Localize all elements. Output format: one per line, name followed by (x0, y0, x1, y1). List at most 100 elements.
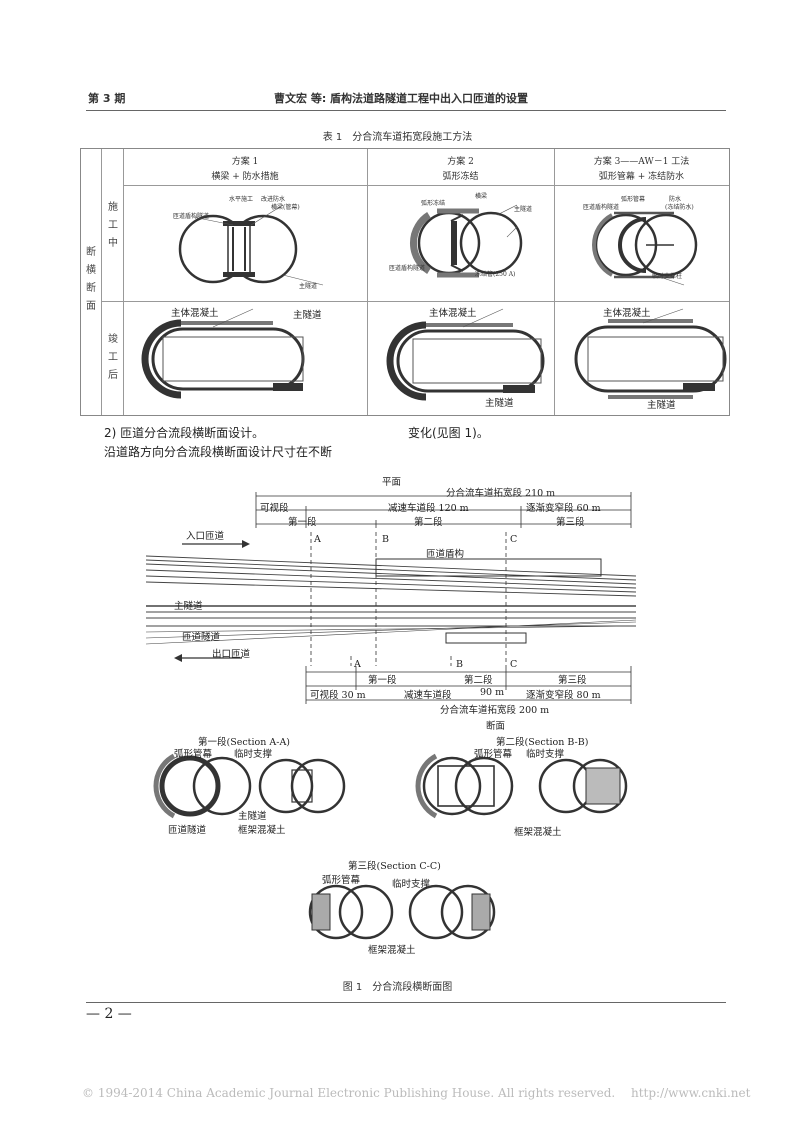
body-text-line1-left: 2) 匝道分合流段横断面设计。 (104, 426, 265, 440)
cut-label-b-bottom: B (456, 659, 463, 670)
scheme-2-completion-drawing (386, 308, 545, 401)
scheme-1-name: 方案 1 (231, 157, 259, 167)
row-header-during: 施 工 中 (108, 202, 118, 249)
scheme-3-completion-drawing (574, 308, 727, 399)
section-c-drawing (308, 884, 496, 940)
page-number: — 2 — (86, 1006, 132, 1022)
section-b-title: 第二段(Section B-B) (496, 737, 589, 748)
bottom-section-2: 第二段 (464, 675, 493, 686)
s2-label-arc-freeze: 弧形冻结 (421, 200, 446, 207)
s1-label-ramp-tunnel: 匝道盾构隧道 (173, 213, 210, 220)
issue-number: 第 3 期 (88, 92, 126, 105)
figure-caption: 图 1 分合流段横断面图 (342, 982, 453, 993)
s2-after-concrete: 主体混凝土 (429, 308, 477, 319)
scheme-3-construction-drawing (592, 211, 698, 286)
construction-method-table: 断 横 断 面 施 工 中 竣 工 后 方案 1 横梁 + 防水措施 方案 2 … (80, 148, 730, 416)
section-b-arc-pipe: 弧形管幕 (474, 749, 513, 760)
ramp-shield-label: 匝道盾构 (426, 549, 465, 560)
section-c-temp-support: 临时支撑 (392, 879, 431, 890)
running-title: 曹文宏 等: 盾构法道路隧道工程中出入口匝道的设置 (274, 92, 529, 105)
cut-label-a-bottom: A (354, 659, 361, 670)
table-hline (123, 185, 729, 186)
scheme-3-name: 方案 3——AW－1 工法 (593, 157, 690, 167)
s1-after-concrete: 主体混凝土 (171, 308, 219, 319)
table-vline (123, 149, 124, 415)
table-vline (367, 149, 368, 415)
exit-ramp-label: 出口匝道 (212, 649, 251, 660)
section-b-frame-concrete: 框架混凝土 (514, 827, 562, 838)
s2-label-beam: 横梁 (475, 193, 488, 200)
row-header-section: 断 横 断 面 (86, 247, 96, 312)
s3-after-main-tunnel: 主隧道 (647, 400, 676, 411)
scheme-2-name: 方案 2 (447, 157, 474, 167)
top-section-2: 第二段 (414, 517, 443, 528)
s1-label-horizontal: 水平施工 (229, 196, 254, 203)
s2-after-main-tunnel: 主隧道 (485, 398, 514, 409)
cut-label-a-top: A (314, 534, 321, 545)
figure-1: 平面 分合流车道拓宽段 210 m 可视段 减速车道段 120 m 逐渐变窄段 … (146, 466, 652, 966)
section-a-frame-concrete: 框架混凝土 (238, 825, 286, 836)
section-a-drawing (153, 753, 346, 819)
top-taper-section: 逐渐变窄段 60 m (526, 503, 601, 514)
bottom-visible-section: 可视段 30 m (310, 690, 366, 701)
scheme-2-construction-drawing (409, 204, 523, 278)
section-b-temp-support: 临时支撑 (526, 749, 565, 760)
section-a-ramp-tunnel: 匝道隧道 (168, 825, 207, 836)
plan-title: 平面 (382, 477, 402, 488)
figure-1-drawing (146, 492, 637, 940)
cut-label-b-top: B (382, 534, 389, 545)
bottom-section-3: 第三段 (558, 675, 587, 686)
s3-label-ramp-tunnel: 匝道盾构隧道 (583, 204, 620, 211)
cut-label-c-top: C (510, 534, 518, 545)
s3-after-concrete: 主体混凝土 (603, 308, 651, 319)
s1-after-main-tunnel: 主隧道 (293, 310, 322, 321)
s2-label-ramp-tunnel: 匝道盾构隧道 (389, 265, 426, 272)
entrance-ramp-label: 入口匝道 (186, 531, 225, 542)
bottom-section-1: 第一段 (368, 675, 397, 686)
top-decel-section: 减速车道段 120 m (388, 503, 469, 514)
section-b-drawing (415, 753, 628, 819)
scheme-2-desc: 弧形冻结 (442, 172, 479, 182)
s1-label-main-tunnel: 主隧道 (299, 283, 318, 290)
s2-label-freeze-pipe: 冻结管(250 A) (475, 271, 516, 278)
scheme-1-construction-drawing (178, 204, 324, 286)
section-title: 断面 (486, 721, 506, 732)
body-text-line1-right: 变化(见图 1)。 (408, 426, 489, 440)
section-a-arc-pipe: 弧形管幕 (174, 749, 213, 760)
section-c-arc-pipe: 弧形管幕 (322, 875, 361, 886)
scheme-1-completion-drawing (141, 308, 305, 399)
s2-label-main-tunnel: 主隧道 (514, 206, 533, 213)
scheme-1-desc: 横梁 + 防水措施 (211, 172, 279, 182)
s3-label-freeze-waterproof: (冻结防水) (665, 204, 694, 211)
copyright-footer: © 1994-2014 China Academic Journal Elect… (82, 1086, 751, 1100)
top-visible-section: 可视段 (260, 503, 289, 514)
top-total-length: 分合流车道拓宽段 210 m (446, 488, 556, 499)
table-vline (554, 149, 555, 415)
footer-rule (86, 1002, 726, 1003)
bottom-decel-section: 减速车道段 (404, 690, 452, 701)
row-header-after: 竣 工 后 (108, 334, 118, 381)
top-section-3: 第三段 (556, 517, 585, 528)
s1-label-waterproof: 改进防水 (261, 196, 286, 203)
section-a-temp-support: 临时支撑 (234, 749, 273, 760)
section-a-main-tunnel: 主隧道 (238, 811, 267, 822)
bottom-total-length: 分合流车道拓宽段 200 m (440, 705, 550, 716)
bottom-taper-section: 逐渐变窄段 80 m (526, 690, 601, 701)
body-text-line2: 沿道路方向分合流段横断面设计尺寸在不断 (104, 445, 333, 459)
scheme-3-desc: 弧形管幕 + 冻结防水 (598, 172, 685, 182)
section-c-frame-concrete: 框架混凝土 (368, 945, 416, 956)
top-section-1: 第一段 (288, 517, 317, 528)
table-caption: 表 1 分合流车道拓宽段施工方法 (322, 132, 473, 143)
completion-drawings (141, 308, 727, 401)
s3-label-temp-column: 临时支撑柱 (652, 273, 683, 280)
s3-label-waterproof: 防水 (669, 196, 682, 203)
cut-label-c-bottom: C (510, 659, 518, 670)
ramp-tunnel-label: 匝道隧道 (182, 632, 221, 643)
bottom-decel-length: 90 m (480, 687, 505, 698)
s3-label-arc-pipe: 弧形管幕 (621, 196, 646, 203)
table-vline (101, 149, 102, 415)
header-rule (86, 110, 726, 111)
section-c-title: 第三段(Section C-C) (348, 861, 441, 872)
table-hline (101, 301, 729, 302)
s1-label-beam: 横梁(管幕) (271, 204, 300, 211)
